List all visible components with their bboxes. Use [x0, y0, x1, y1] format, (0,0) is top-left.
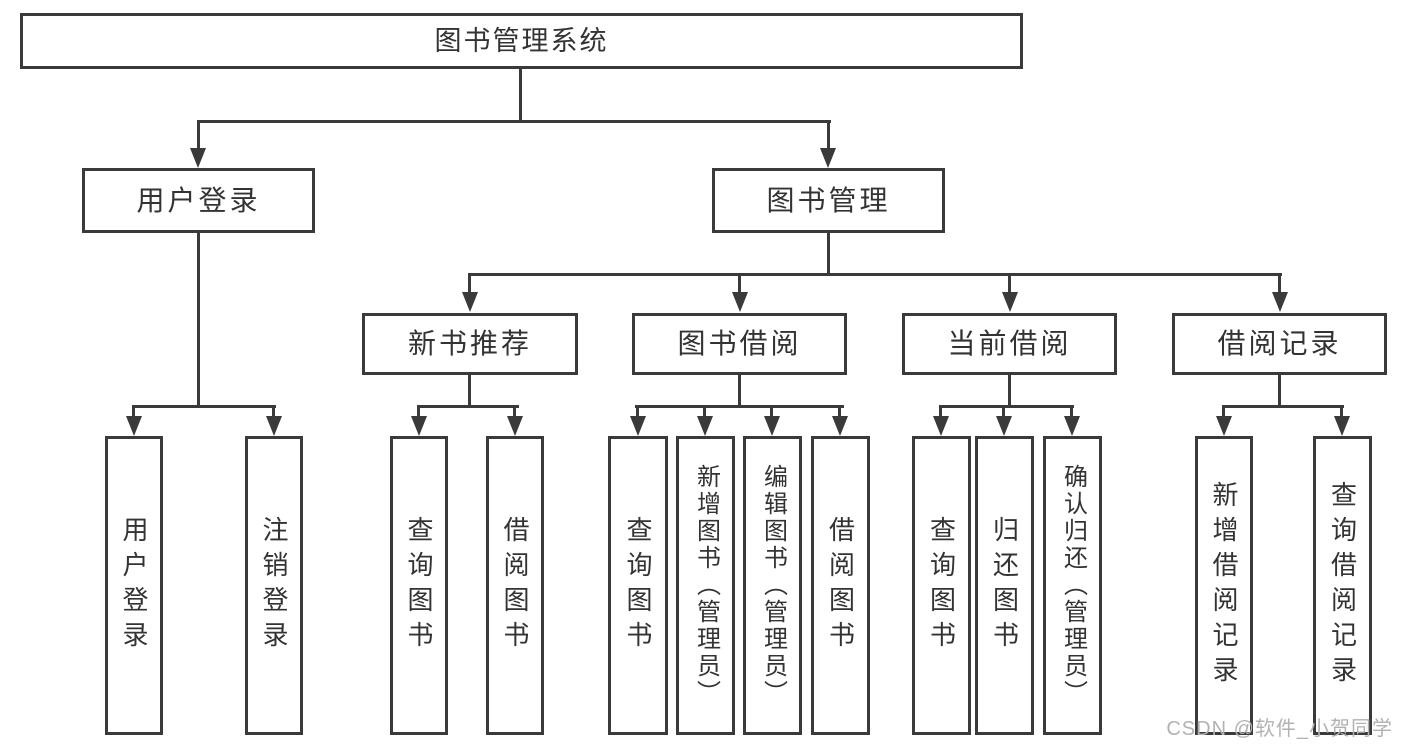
connector-shaft [636, 405, 639, 418]
arrow-down-icon [126, 416, 142, 436]
arrow-down-icon [933, 416, 949, 436]
arrow-down-icon [1216, 416, 1232, 436]
arrow-down-icon [190, 148, 206, 168]
connector-mgmt-split [468, 273, 1282, 276]
node-leaf-query-books-recommend: 查询图书 [390, 436, 448, 735]
connector-shaft [1002, 405, 1005, 418]
node-book-management: 图书管理 [712, 168, 945, 233]
node-leaf-add-borrow-record: 新增借阅记录 [1195, 436, 1253, 735]
connector-root-split [197, 120, 831, 123]
node-current-borrowing: 当前借阅 [902, 313, 1117, 375]
connector-bb-split [635, 405, 844, 408]
connector-shaft [513, 405, 516, 418]
arrow-down-icon [732, 292, 748, 312]
connector-shaft [197, 120, 200, 150]
connector-br-stem [1278, 375, 1281, 408]
connector-nbr-stem [468, 375, 471, 408]
connector-nbr-split [417, 405, 519, 408]
connector-shaft [939, 405, 942, 418]
node-leaf-borrow-books-recommend: 借阅图书 [486, 436, 544, 735]
node-library-system: 图书管理系统 [20, 13, 1023, 69]
node-leaf-logout: 注销登录 [245, 436, 303, 735]
node-leaf-query-books-current: 查询图书 [912, 436, 971, 735]
node-new-book-recommend: 新书推荐 [362, 313, 578, 375]
connector-shaft [838, 405, 841, 418]
arrow-down-icon [1002, 292, 1018, 312]
connector-mgmt-stem [827, 233, 830, 276]
arrow-down-icon [820, 148, 836, 168]
arrow-down-icon [1064, 416, 1080, 436]
node-leaf-borrow-books: 借阅图书 [811, 436, 870, 735]
node-leaf-edit-books-admin: 编辑图书（管理员） [743, 436, 802, 735]
connector-bb-stem [738, 375, 741, 408]
connector-shaft [703, 405, 706, 418]
connector-cb-split [939, 405, 1074, 408]
connector-shaft [272, 405, 275, 418]
connector-shaft [1340, 405, 1343, 418]
arrow-down-icon [411, 416, 427, 436]
connector-shaft [1278, 273, 1281, 294]
node-leaf-user-login: 用户登录 [105, 436, 163, 735]
node-leaf-confirm-return-admin: 确认归还（管理员） [1043, 436, 1102, 735]
node-leaf-add-books-admin: 新增图书（管理员） [676, 436, 735, 735]
node-leaf-query-borrow-record: 查询借阅记录 [1313, 436, 1372, 735]
node-leaf-return-books: 归还图书 [975, 436, 1034, 735]
arrow-down-icon [462, 292, 478, 312]
connector-shaft [468, 273, 471, 294]
csdn-watermark: CSDN @软件_小贺同学 [1166, 718, 1393, 740]
connector-shaft [770, 405, 773, 418]
arrow-down-icon [697, 416, 713, 436]
arrow-down-icon [764, 416, 780, 436]
connector-shaft [417, 405, 420, 418]
arrow-down-icon [630, 416, 646, 436]
arrow-down-icon [832, 416, 848, 436]
connector-shaft [132, 405, 135, 418]
connector-shaft [1008, 273, 1011, 294]
connector-shaft [1222, 405, 1225, 418]
arrow-down-icon [1334, 416, 1350, 436]
connector-root-stem [519, 69, 522, 120]
node-book-borrowing: 图书借阅 [632, 313, 847, 375]
node-leaf-query-books-borrowing: 查询图书 [608, 436, 668, 735]
node-borrowing-records: 借阅记录 [1172, 313, 1387, 375]
connector-user-stem [197, 233, 200, 408]
arrow-down-icon [996, 416, 1012, 436]
connector-cb-stem [1008, 375, 1011, 408]
connector-shaft [1070, 405, 1073, 418]
connector-shaft [827, 120, 830, 150]
node-user-login: 用户登录 [82, 168, 315, 233]
connector-shaft [738, 273, 741, 294]
connector-user-split [133, 405, 276, 408]
arrow-down-icon [1272, 292, 1288, 312]
connector-br-split [1222, 405, 1344, 408]
arrow-down-icon [507, 416, 523, 436]
arrow-down-icon [266, 416, 282, 436]
